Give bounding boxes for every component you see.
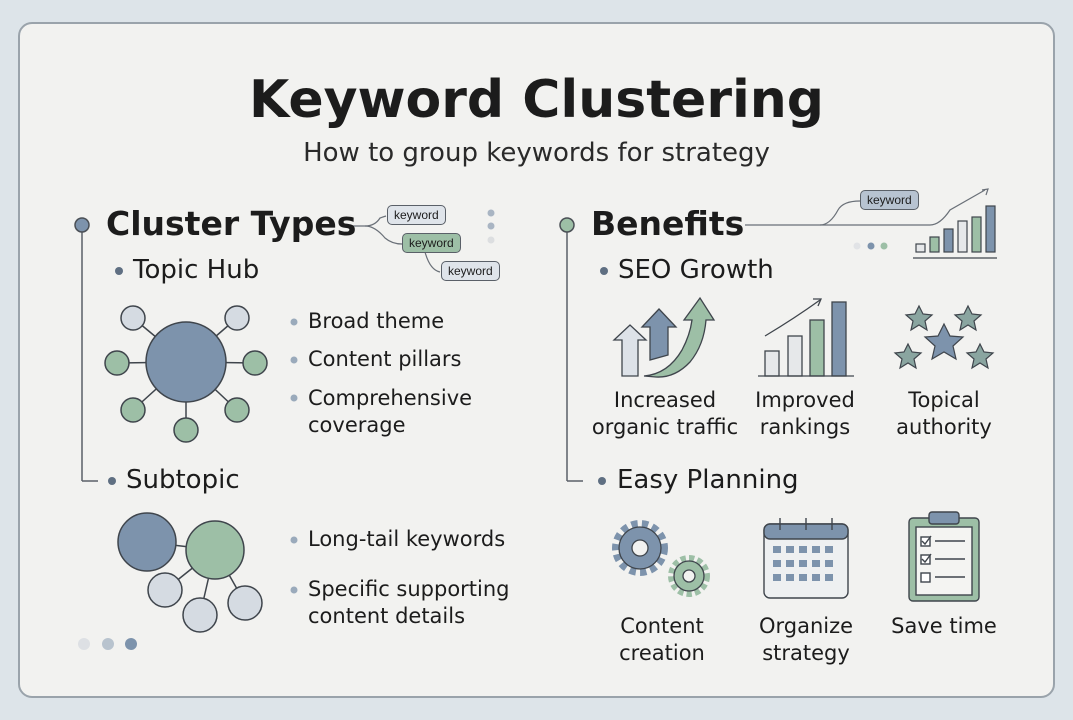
keyword-tag: keyword [387,205,446,225]
easy-planning-label: Easy Planning [617,465,799,495]
benefit-content-creation: Content creation [582,613,742,667]
benefit-save-time: Save time [864,613,1024,640]
label-line: rankings [759,415,851,439]
mini-bar-chart-icon [913,205,997,259]
label-line: organic traffic [591,415,739,439]
arrows-up-icon [612,296,716,378]
bullet-text: Content pillars [308,347,462,371]
bullet-text: content details [308,604,466,628]
seo-growth-label: SEO Growth [618,255,774,285]
clipboard-checklist-icon [908,511,980,602]
subtopic-label: Subtopic [126,465,240,495]
label-line: Save time [891,614,997,638]
benefits-marker-icon [559,217,575,233]
keyword-tag: keyword [860,190,919,210]
label-line: Organize [758,614,854,638]
label-line: Increased [613,388,717,412]
calendar-icon [763,518,849,599]
benefit-organize-strategy: Organize strategy [726,613,886,667]
keyword-tag: keyword [402,233,461,253]
label-line: creation [619,641,705,665]
subtopic-diagram [117,512,263,633]
cluster-types-marker-icon [74,217,90,233]
stars-icon [893,304,995,370]
left-timeline [81,232,98,482]
bullet-text: Long-tail keywords [308,527,506,551]
label-line: Topical [908,388,980,412]
bullet-text: Broad theme [308,309,445,333]
cluster-types-heading: Cluster Types [106,204,357,243]
bullet-text: Comprehensive [308,386,473,410]
page-title: Keyword Clustering [248,70,825,130]
benefit-topical-authority: Topical authority [864,387,1024,441]
keyword-tag: keyword [441,261,500,281]
bullet-text: coverage [308,413,406,437]
bullet-text: Specific supporting [308,577,510,601]
label-line: Improved [755,388,855,412]
gears-icon [612,520,710,597]
benefit-increased-traffic: Increased organic traffic [585,387,745,441]
bar-chart-icon [758,298,854,377]
label-line: strategy [762,641,850,665]
topic-hub-label: Topic Hub [133,255,260,285]
pagination-dots [78,638,137,650]
label-line: Content [620,614,704,638]
benefits-heading: Benefits [591,204,745,243]
page-subtitle: How to group keywords for strategy [303,138,770,168]
topic-hub-diagram [104,305,268,443]
label-line: authority [896,415,992,439]
benefit-improved-rankings: Improved rankings [725,387,885,441]
